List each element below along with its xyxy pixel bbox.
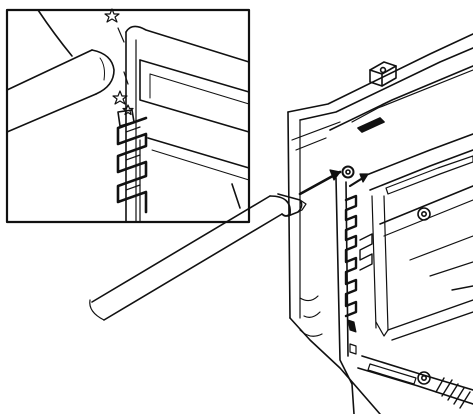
main-slotted-latch-double — [359, 233, 373, 271]
detail-inset — [5, 8, 251, 224]
chassis-top-panel — [351, 69, 473, 123]
cross-brace — [387, 285, 473, 341]
middle-rail-inner — [383, 199, 473, 237]
inset-pointer-line — [37, 9, 73, 57]
chassis-top-ridge — [329, 65, 473, 131]
lower-rail-inner — [357, 367, 473, 405]
star-marker-icon — [122, 104, 134, 116]
inset-frame — [5, 8, 251, 224]
chassis-lower-edge — [289, 317, 381, 414]
upper-rail — [363, 133, 473, 177]
inset-leader-line — [231, 183, 241, 209]
inner-plate-lip — [375, 321, 389, 337]
top-rim-slot — [357, 117, 385, 133]
main-rod — [89, 193, 307, 321]
lower-rail-slot — [367, 363, 417, 385]
main-slotted-latch — [344, 194, 358, 318]
inset-slotted-latch — [116, 116, 148, 214]
inner-vertical-plate — [371, 195, 389, 331]
middle-rail — [379, 185, 473, 225]
cross-brace-diagonal — [409, 235, 473, 277]
inset-rod — [6, 49, 115, 133]
lower-rail-screw — [417, 371, 431, 385]
chassis-top-edge — [287, 33, 473, 113]
chassis-cage — [287, 33, 473, 414]
upper-rail-slot — [385, 155, 473, 195]
inset-marker-tick — [117, 27, 129, 85]
insertion-arrow-icon — [298, 169, 342, 196]
star-marker-icon — [112, 90, 128, 105]
top-mount-block — [369, 61, 397, 87]
chassis-top-inner — [299, 47, 473, 121]
inset-slotted-latch-inner — [125, 126, 141, 191]
star-marker-icon — [104, 8, 120, 23]
chassis-front-face — [287, 111, 291, 319]
upper-rail-lower — [369, 149, 473, 191]
lower-hatch — [435, 377, 471, 409]
rod-mount-hole — [341, 165, 355, 179]
side-plate-outline — [335, 177, 355, 414]
